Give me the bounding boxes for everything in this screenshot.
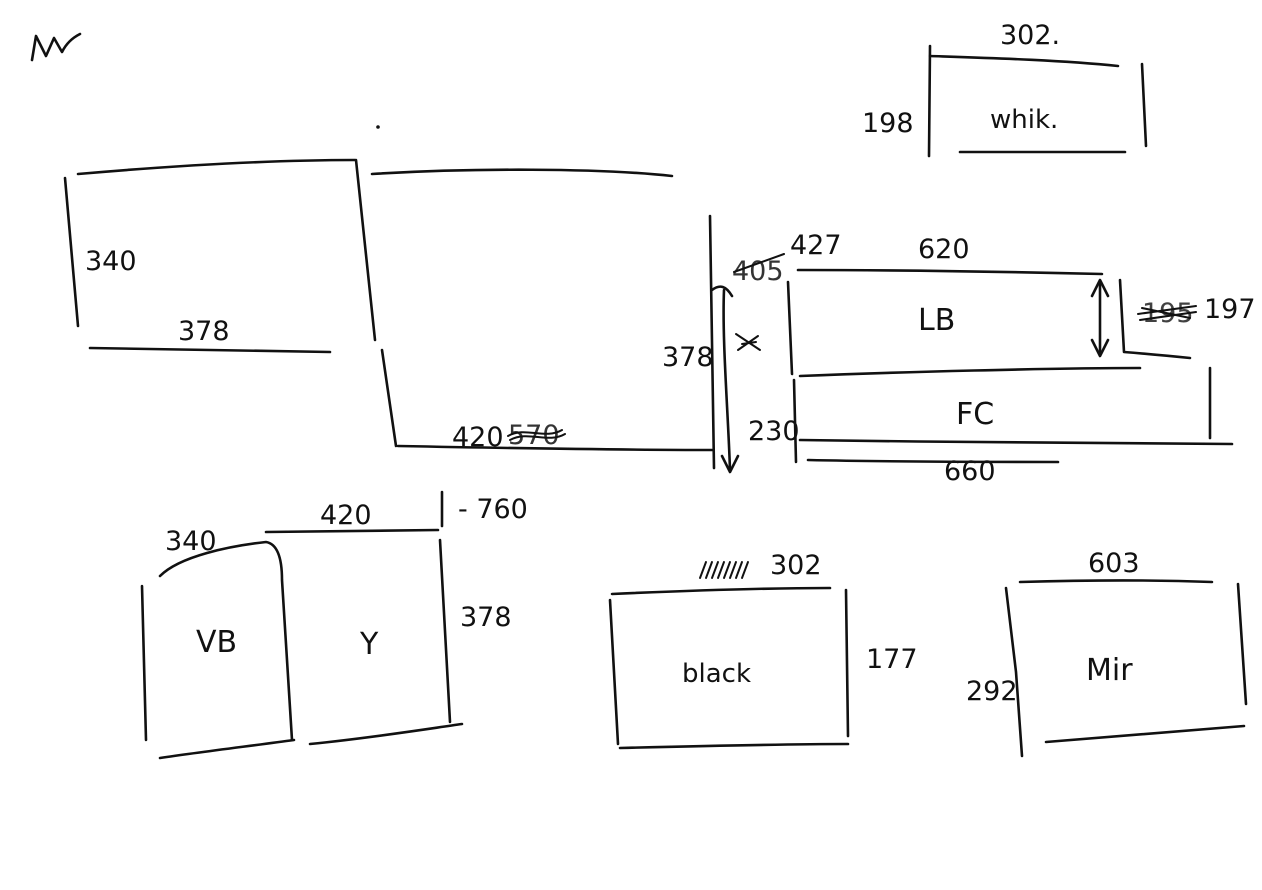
lb-arrow-head-top: [1090, 278, 1110, 298]
lb-label: LB: [918, 303, 955, 338]
mir-box-top-edge: [1018, 579, 1214, 584]
vb-top-curve: [158, 540, 294, 742]
white-box: whik. 302. 198: [862, 20, 1148, 158]
vb-y-boxes: 340 VB 420 - 760 Y 378: [140, 490, 528, 760]
height-arrow-shaft: [722, 288, 732, 472]
left-box-width: 378: [178, 316, 230, 347]
black-box-left-edge: [608, 598, 620, 746]
middle-box-left-edge-upper: [354, 158, 377, 342]
black-box-right-edge: [844, 588, 850, 738]
black-box: 302 black 177: [608, 550, 918, 750]
lb-offset-struck: 405: [732, 256, 784, 287]
middle-upper-box: 420 570 378: [354, 158, 716, 470]
fc-box: FC 230 660: [748, 366, 1234, 487]
white-box-width: 302.: [1000, 20, 1060, 51]
left-box-height: 340: [85, 246, 137, 277]
mir-box-label: Mir: [1086, 653, 1133, 688]
fc-bottom-edge-upper: [798, 438, 1234, 446]
lb-box: 405 427 620 LB 195 197: [732, 230, 1256, 378]
white-box-right-edge: [1140, 62, 1148, 148]
strike-405: [733, 253, 785, 273]
strike-195: [1137, 305, 1197, 321]
middle-box-top-edge: [370, 168, 674, 178]
vb-bottom-edge: [158, 738, 296, 760]
fc-bottom-edge-lower: [806, 458, 1060, 464]
y-right-edge: [438, 538, 452, 724]
y-height: 378: [460, 602, 512, 633]
lb-left-edge: [786, 280, 794, 376]
black-box-bottom-edge: [618, 742, 850, 750]
mir-box-left-edge: [1004, 586, 1024, 758]
strike-scribble-small: [735, 333, 761, 351]
black-box-top-edge: [610, 586, 832, 596]
mir-box-width: 603: [1088, 548, 1140, 579]
y-total: - 760: [458, 494, 528, 525]
middle-box-width: 420: [452, 422, 504, 453]
fc-height: 230: [748, 416, 800, 447]
white-box-height: 198: [862, 108, 914, 139]
height-arrow: [710, 285, 761, 474]
mir-box-height: 292: [966, 676, 1018, 707]
fc-width: 660: [944, 456, 996, 487]
lb-height: 197: [1204, 294, 1256, 325]
stray-dot: [376, 125, 380, 129]
mir-box-right-edge: [1236, 582, 1248, 706]
height-arrow-bracket: [710, 285, 734, 298]
white-box-left-edge: [927, 44, 932, 158]
lb-top-edge: [796, 268, 1104, 276]
mir-box-bottom-edge: [1044, 724, 1246, 744]
fc-left-edge: [792, 378, 798, 464]
y-top-edge: [264, 528, 440, 534]
y-bottom-edge: [308, 722, 464, 746]
vb-label: VB: [196, 625, 237, 660]
left-box-bottom-edge: [88, 346, 332, 354]
middle-box-left-edge-lower: [380, 348, 398, 448]
lb-bottom-edge: [798, 366, 1142, 378]
vb-left-edge: [140, 584, 148, 742]
left-box-top-edge: [76, 158, 357, 176]
lb-arrow-head-bottom: [1090, 338, 1110, 358]
y-label: Y: [359, 627, 379, 662]
middle-box-right-edge: [708, 214, 716, 470]
black-box-height: 177: [866, 644, 918, 675]
lb-width: 620: [918, 234, 970, 265]
mir-box: 603 Mir 292: [966, 548, 1248, 758]
fc-label: FC: [956, 397, 994, 432]
middle-box-bottom-edge: [396, 444, 714, 452]
middle-box-height: 378: [662, 342, 714, 373]
lb-offset: 427: [790, 230, 842, 261]
left-box-left-edge: [63, 176, 80, 328]
lb-right-edge: [1118, 278, 1192, 360]
strike-scribble-302: [699, 561, 749, 579]
left-upper-box: 340 378: [63, 158, 357, 354]
initials-scribble: [30, 32, 82, 62]
initials-text: M: [34, 57, 35, 59]
black-box-width: 302: [770, 550, 822, 581]
black-box-label: black: [682, 659, 751, 689]
middle-box-width-struck: 570: [508, 420, 560, 451]
height-arrow-head: [720, 454, 740, 474]
white-box-top-edge: [928, 54, 1120, 68]
strike-scribble-570: [507, 429, 566, 441]
white-box-label: whik.: [990, 105, 1058, 135]
y-width: 420: [320, 500, 372, 531]
